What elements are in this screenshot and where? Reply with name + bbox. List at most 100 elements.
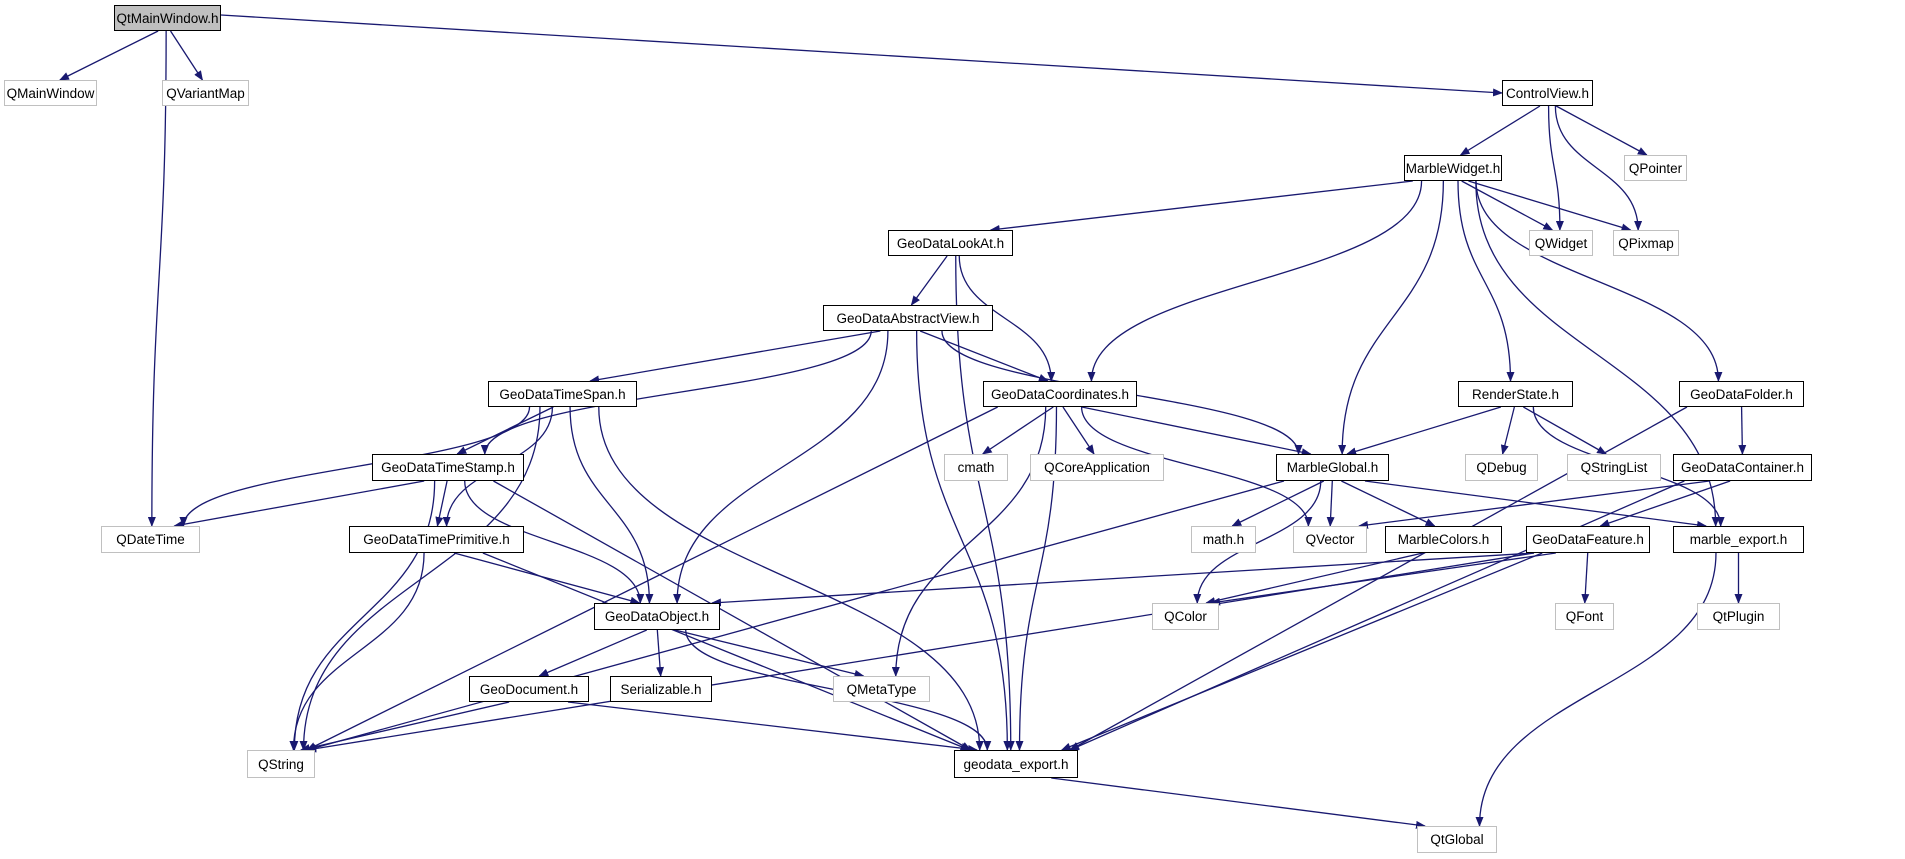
edge-controlview-h-to-qwidget — [1547, 105, 1564, 231]
node-controlview-h[interactable]: ControlView.h — [1502, 80, 1593, 106]
edge-geodatatimespan-h-to-geodataobject-h — [569, 406, 654, 604]
node-qmetatype: QMetaType — [833, 676, 930, 702]
edge-geodataobject-h-to-serializable-h — [656, 629, 665, 677]
node-geodatatimespan-h[interactable]: GeoDataTimeSpan.h — [488, 381, 637, 407]
node-math-h: math.h — [1191, 526, 1256, 553]
edge-marbleglobal-h-to-qvector — [1326, 480, 1335, 527]
edge-geodatatimestamp-h-to-qdatetime — [173, 480, 425, 529]
edge-marblewidget-h-to-marbleglobal-h — [1338, 180, 1445, 455]
edge-geodatatimespan-h-to-geodatatimestamp-h — [456, 406, 554, 455]
edge-marblewidget-h-to-renderstate-h — [1457, 180, 1515, 382]
node-qdatetime: QDateTime — [101, 526, 200, 553]
node-qtplugin: QtPlugin — [1697, 603, 1780, 630]
edge-geodatacoordinates-h-to-marbleglobal-h — [1081, 406, 1312, 457]
node-qvariantmap: QVariantMap — [162, 80, 249, 106]
edge-renderstate-h-to-qstringlist — [1523, 406, 1607, 455]
node-cmath: cmath — [944, 454, 1008, 481]
node-qstringlist: QStringList — [1567, 454, 1661, 481]
edge-geodatafeature-h-to-qstring — [306, 552, 1535, 753]
edge-renderstate-h-to-qdebug — [1500, 406, 1516, 455]
node-qcoreapplication: QCoreApplication — [1030, 454, 1164, 481]
edge-marble-export-h-to-qtglobal — [1475, 552, 1717, 827]
edge-geodataobject-h-to-qmetatype — [674, 629, 865, 678]
edge-geodatacoordinates-h-to-qcoreapplication — [1062, 406, 1095, 455]
edge-marbleglobal-h-to-qstring — [306, 480, 1285, 752]
edge-geodatatimestamp-h-to-geodatatimeprimitive-h — [435, 480, 448, 527]
node-qtmainwindow-h[interactable]: QtMainWindow.h — [114, 5, 221, 31]
node-geodatatimestamp-h[interactable]: GeoDataTimeStamp.h — [372, 454, 524, 481]
edge-geodatafeature-h-to-qfont — [1581, 552, 1590, 604]
edge-geodatacoordinates-h-to-qstring — [306, 406, 998, 751]
edge-marbleglobal-h-to-math-h — [1231, 480, 1325, 527]
node-qpixmap: QPixmap — [1613, 230, 1679, 256]
edge-geodataabstractview-h-to-geodataobject-h — [673, 330, 889, 604]
node-serializable-h[interactable]: Serializable.h — [610, 676, 712, 702]
node-geodatafolder-h[interactable]: GeoDataFolder.h — [1679, 381, 1804, 407]
edge-geodatafolder-h-to-geodatacontainer-h — [1738, 406, 1747, 455]
edge-marbleglobal-h-to-qcolor — [1193, 480, 1322, 604]
edge-marblewidget-h-to-qpixmap — [1468, 180, 1632, 232]
edge-geodataabstractview-h-to-geodata-export-h — [915, 330, 1012, 751]
edge-geodatatimestamp-h-to-qstring — [290, 480, 436, 751]
node-qcolor: QColor — [1152, 603, 1219, 630]
node-geodatatimeprimitive-h[interactable]: GeoDataTimePrimitive.h — [349, 526, 524, 553]
edge-marblecolors-h-to-qcolor — [1205, 552, 1424, 605]
node-geodatacontainer-h[interactable]: GeoDataContainer.h — [1673, 454, 1812, 481]
edge-geodatatimestamp-h-to-geodataobject-h — [464, 480, 645, 604]
edge-geodatatimeprimitive-h-to-qstring — [289, 552, 425, 751]
node-geodatafeature-h[interactable]: GeoDataFeature.h — [1526, 526, 1650, 553]
node-renderstate-h[interactable]: RenderState.h — [1458, 381, 1573, 407]
edge-geodatatimeprimitive-h-to-geodata-export-h — [482, 552, 971, 751]
node-geodatacoordinates-h[interactable]: GeoDataCoordinates.h — [983, 381, 1137, 407]
edge-geodatafeature-h-to-geodata-export-h — [1060, 552, 1543, 751]
node-qmainwindow: QMainWindow — [4, 80, 97, 106]
edge-geodatacontainer-h-to-qvector — [1358, 480, 1710, 529]
node-qwidget: QWidget — [1529, 230, 1593, 256]
edge-renderstate-h-to-marbleglobal-h — [1346, 406, 1502, 456]
edge-geodatatimeprimitive-h-to-geodataobject-h — [453, 552, 641, 605]
edge-qtmainwindow-h-to-qvariantmap — [169, 30, 204, 81]
edge-controlview-h-to-qpixmap — [1554, 105, 1643, 231]
edge-geodata-export-h-to-qtglobal — [1051, 777, 1426, 829]
edge-marblewidget-h-to-geodatafolder-h — [1475, 180, 1723, 382]
edge-marblewidget-h-to-qwidget — [1461, 180, 1554, 231]
node-marble-export-h[interactable]: marble_export.h — [1673, 526, 1804, 553]
edge-geodatalookat-h-to-geodatacoordinates-h — [958, 255, 1056, 382]
edge-geodocument-h-to-qstring — [299, 701, 510, 752]
node-qtglobal: QtGlobal — [1417, 826, 1497, 853]
node-geodatalookat-h[interactable]: GeoDataLookAt.h — [888, 230, 1013, 256]
edge-marblewidget-h-to-geodatalookat-h — [989, 180, 1413, 233]
edge-geodatafeature-h-to-qcolor — [1210, 552, 1556, 606]
node-marbleglobal-h[interactable]: MarbleGlobal.h — [1276, 454, 1389, 481]
node-geodataabstractview-h[interactable]: GeoDataAbstractView.h — [823, 305, 993, 331]
node-geodata-export-h[interactable]: geodata_export.h — [954, 750, 1078, 778]
edge-geodatatimespan-h-to-geodata-export-h — [598, 406, 984, 751]
node-marblewidget-h[interactable]: MarbleWidget.h — [1404, 155, 1502, 181]
edge-qtmainwindow-h-to-controlview-h — [220, 14, 1503, 97]
edge-geodatatimespan-h-to-qstring — [299, 406, 541, 751]
edge-geodatalookat-h-to-geodataabstractview-h — [910, 255, 948, 306]
edge-controlview-h-to-qpointer — [1555, 105, 1648, 156]
node-qvector: QVector — [1293, 526, 1367, 553]
edge-geodataobject-h-to-geodocument-h — [538, 629, 648, 677]
node-qfont: QFont — [1555, 603, 1614, 630]
node-geodataobject-h[interactable]: GeoDataObject.h — [594, 603, 720, 630]
edge-qtmainwindow-h-to-qmainwindow — [58, 30, 159, 81]
edge-geodataabstractview-h-to-geodatatimespan-h — [589, 330, 881, 384]
node-qstring: QString — [247, 750, 315, 778]
node-geodocument-h[interactable]: GeoDocument.h — [469, 676, 589, 702]
edge-geodataabstractview-h-to-geodatacoordinates-h — [919, 330, 1049, 382]
node-qdebug: QDebug — [1465, 454, 1538, 481]
edge-controlview-h-to-marblewidget-h — [1459, 105, 1541, 156]
edge-geodatacoordinates-h-to-qvector — [1080, 406, 1313, 527]
edge-marblewidget-h-to-geodatacoordinates-h — [1087, 180, 1423, 382]
edge-geodatafeature-h-to-geodataobject-h — [711, 552, 1535, 607]
edge-geodocument-h-to-geodata-export-h — [567, 701, 979, 753]
edge-geodatatimespan-h-to-qdatetime — [179, 406, 531, 527]
edge-geodatatimestamp-h-to-geodata-export-h — [493, 480, 972, 751]
node-qpointer: QPointer — [1624, 155, 1687, 181]
edge-qtmainwindow-h-to-qdatetime — [147, 30, 167, 527]
node-marblecolors-h[interactable]: MarbleColors.h — [1385, 526, 1502, 553]
